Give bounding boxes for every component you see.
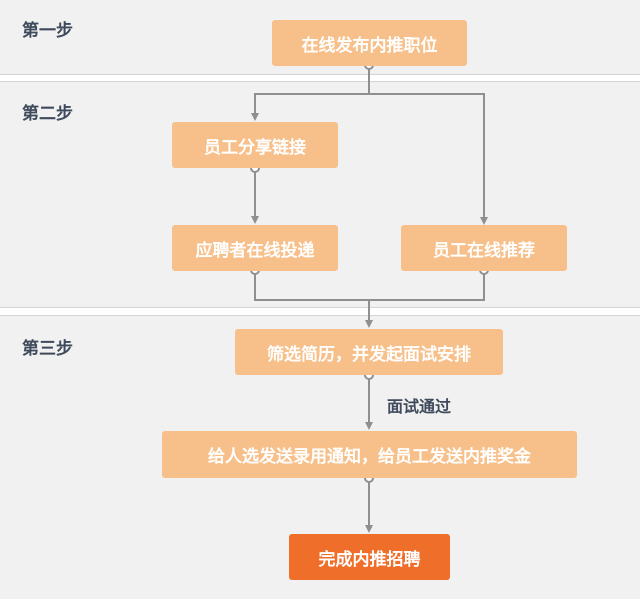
node-screen: 筛选简历，并发起面试安排 xyxy=(235,329,503,375)
node-apply: 应聘者在线投递 xyxy=(172,225,338,271)
connector-apply-merge xyxy=(254,270,369,301)
node-recommend: 员工在线推荐 xyxy=(401,225,567,271)
connector-recommend-merge xyxy=(369,270,485,301)
node-complete: 完成内推招聘 xyxy=(289,534,450,580)
connector-to-share xyxy=(251,93,369,121)
step1-label: 第一步 xyxy=(22,21,73,41)
step3-label: 第三步 xyxy=(22,339,73,359)
step2-label: 第二步 xyxy=(22,104,73,124)
connector-to-recommend xyxy=(369,93,488,225)
node-share: 员工分享链接 xyxy=(172,122,338,168)
node-publish: 在线发布内推职位 xyxy=(272,20,467,66)
node-notify: 给人选发送录用通知，给员工发送内推奖金 xyxy=(162,431,577,478)
edge-label-interview-pass: 面试通过 xyxy=(387,397,452,416)
